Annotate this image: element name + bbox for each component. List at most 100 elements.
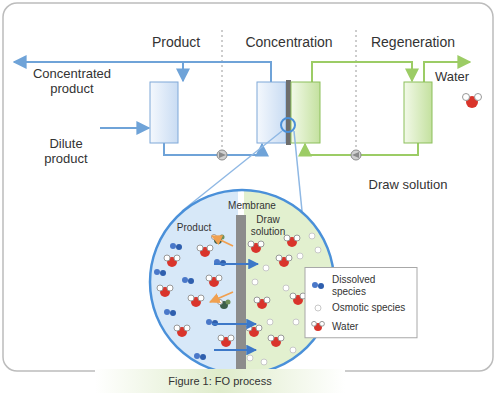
hydrogen — [254, 297, 260, 303]
osmotic-species — [252, 279, 258, 285]
pump — [217, 150, 227, 160]
water-molecule — [246, 325, 262, 337]
dissolved-species — [182, 277, 194, 284]
water-molecule — [290, 293, 306, 305]
water-molecule — [276, 255, 292, 267]
water-molecule — [174, 325, 190, 337]
legend-text: Dissolved species — [332, 274, 392, 297]
particle — [160, 270, 166, 276]
dissolved-species — [206, 319, 218, 326]
figure-caption: Figure 1: FO process — [95, 369, 345, 393]
hydrogen — [218, 335, 224, 341]
particle — [220, 235, 225, 240]
particle — [218, 300, 223, 305]
hydrogen — [184, 325, 190, 331]
particle — [164, 309, 170, 315]
legend-text: Osmotic species — [332, 302, 405, 314]
hydrogen — [188, 295, 194, 301]
pumps — [217, 150, 361, 160]
draw-tank — [291, 82, 320, 143]
pump — [352, 152, 359, 158]
water-molecule — [218, 335, 234, 347]
dissolved-species — [218, 300, 231, 310]
divider — [356, 30, 357, 148]
water-molecule — [312, 321, 325, 331]
particle — [194, 353, 200, 359]
flow-label: Product — [175, 222, 213, 234]
legend-box — [305, 268, 417, 338]
flow-label: Water — [435, 70, 469, 85]
hydrogen — [174, 325, 180, 331]
osmotic-species — [309, 233, 315, 239]
legend-text: Water — [332, 321, 358, 333]
hydrogen — [290, 293, 296, 299]
particle — [170, 243, 176, 249]
hydrogen — [248, 241, 254, 247]
product-feed — [182, 62, 184, 81]
flux-arrow — [210, 292, 233, 302]
water-molecule — [164, 255, 180, 267]
particle — [226, 300, 231, 305]
flux-arrow — [214, 263, 258, 265]
particle — [212, 320, 218, 326]
hydrogen — [258, 241, 264, 247]
flow-label: Draw solution — [245, 214, 291, 237]
osmotic-species — [247, 355, 253, 361]
hydrogen — [268, 335, 274, 341]
water-molecule — [268, 335, 284, 347]
legend-icons — [312, 282, 325, 331]
osmotic-species — [267, 319, 273, 325]
molecules — [152, 233, 321, 365]
hydrogen — [246, 325, 252, 331]
osmotic-species — [293, 319, 299, 325]
particle — [176, 244, 182, 250]
hydrogen — [198, 295, 204, 301]
dissolved-species — [154, 269, 166, 276]
hydrogen — [157, 285, 163, 291]
flux-arrow — [214, 349, 256, 351]
water-molecule — [197, 245, 213, 257]
dissolved-species — [312, 282, 324, 289]
membrane-bar — [286, 80, 291, 145]
flow-label: Regeneration — [371, 34, 455, 50]
particle — [200, 354, 206, 360]
product-tank — [150, 82, 178, 143]
membrane — [236, 215, 246, 385]
particle — [152, 327, 158, 333]
pump — [351, 150, 361, 160]
hydrogen — [320, 321, 325, 326]
flow-label: Product — [152, 34, 200, 50]
hydrogen — [278, 335, 284, 341]
flow-label: Concentrated product — [26, 67, 118, 97]
dissolved-species — [194, 353, 206, 360]
water-molecule — [206, 275, 222, 287]
caption-band: Figure 1: FO process — [95, 369, 345, 393]
draw-loop — [305, 143, 418, 155]
flux-arrow — [212, 323, 256, 325]
flow-label: Membrane — [226, 200, 278, 212]
hydrogen — [167, 285, 173, 291]
osmotic-species — [315, 247, 321, 253]
dissolved-species — [214, 259, 226, 266]
water-molecule — [284, 235, 300, 247]
divider — [222, 30, 223, 148]
flow-label: Draw solution — [369, 178, 448, 193]
hydrogen — [206, 275, 212, 281]
water-molecule — [248, 241, 264, 253]
particle — [318, 283, 324, 289]
hydrogen — [264, 297, 270, 303]
osmotic-species — [263, 265, 269, 271]
section-dividers — [222, 30, 356, 148]
particle — [170, 310, 176, 316]
zoom-marker — [281, 118, 295, 132]
hydrogen — [312, 321, 317, 326]
particle — [220, 260, 226, 266]
particle — [154, 269, 160, 275]
hydrogen — [216, 275, 222, 281]
particle — [312, 282, 318, 288]
regeneration-tank — [404, 82, 432, 143]
dissolved-species — [164, 309, 176, 316]
hydrogen — [475, 94, 482, 101]
water-molecule — [188, 295, 204, 307]
particle — [206, 319, 212, 325]
